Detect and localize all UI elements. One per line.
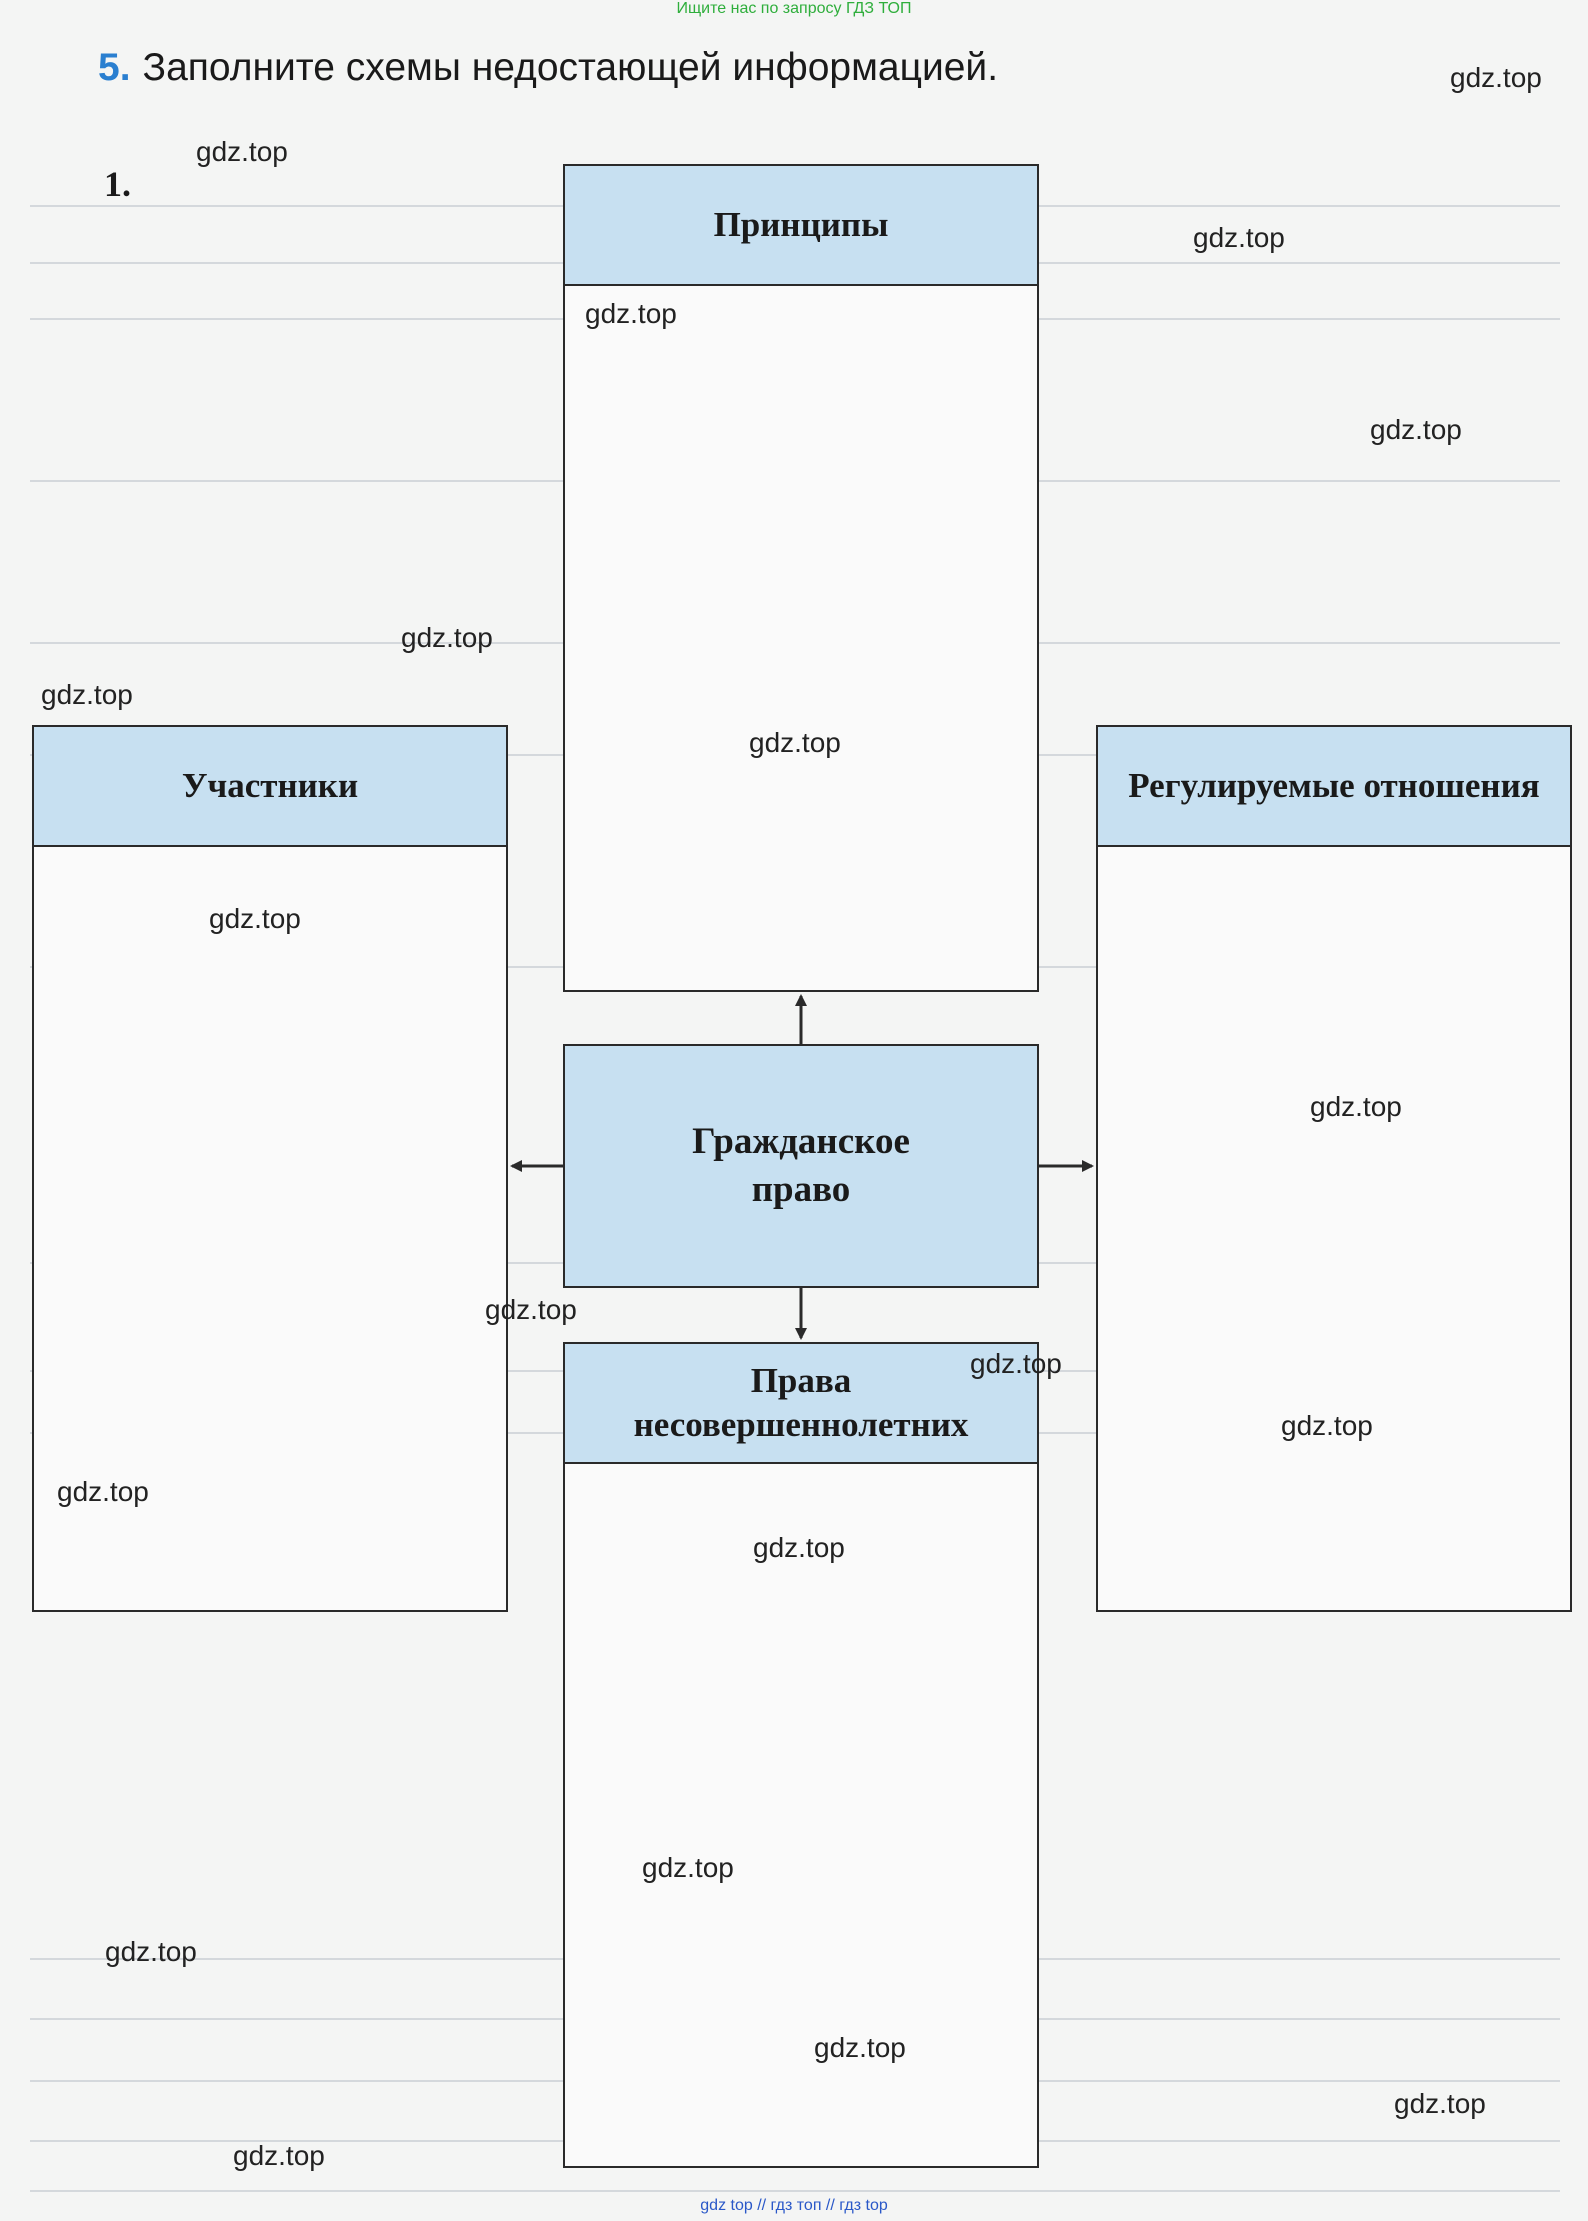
principles-box[interactable]: Принципы xyxy=(563,164,1039,992)
top-banner[interactable]: Ищите нас по запросу ГДЗ ТОП xyxy=(676,0,912,17)
regulated-relations-box[interactable]: Регулируемые отношения xyxy=(1096,725,1572,1612)
watermark: gdz.top xyxy=(196,136,288,167)
principles-header: Принципы xyxy=(565,166,1037,286)
minors-rights-box[interactable]: Права несовершеннолетних xyxy=(563,1342,1039,2168)
civil-law-box: Гражданское право xyxy=(563,1044,1039,1288)
regulated-relations-header: Регулируемые отношения xyxy=(1098,727,1570,847)
watermark: gdz.top xyxy=(970,1348,1062,1379)
watermark: gdz.top xyxy=(401,622,493,653)
watermark: gdz.top xyxy=(209,903,301,934)
watermark: gdz.top xyxy=(642,1852,734,1883)
watermark: gdz.top xyxy=(1370,414,1462,445)
task-number: 5. xyxy=(98,46,131,89)
bg-line xyxy=(30,2190,1560,2192)
watermark: gdz.top xyxy=(1450,62,1542,93)
task-title: Заполните схемы недостающей информацией. xyxy=(142,46,999,89)
watermark: gdz.top xyxy=(485,1294,577,1325)
watermark: gdz.top xyxy=(1193,222,1285,253)
participants-box[interactable]: Участники xyxy=(32,725,508,1612)
watermark: gdz.top xyxy=(585,298,677,329)
watermark: gdz.top xyxy=(753,1532,845,1563)
participants-header: Участники xyxy=(34,727,506,847)
watermark: gdz.top xyxy=(233,2140,325,2171)
sub-task-number: 1. xyxy=(104,164,131,204)
minors-rights-header: Права несовершеннолетних xyxy=(565,1344,1037,1464)
watermark: gdz.top xyxy=(105,1936,197,1967)
watermark: gdz.top xyxy=(749,727,841,758)
watermark: gdz.top xyxy=(41,679,133,710)
watermark: gdz.top xyxy=(57,1476,149,1507)
bottom-banner[interactable]: gdz top // гдз топ // гдз top xyxy=(700,2197,888,2214)
watermark: gdz.top xyxy=(1281,1410,1373,1441)
watermark: gdz.top xyxy=(1394,2088,1486,2119)
task-header: 5. Заполните схемы недостающей информацие… xyxy=(98,46,998,90)
watermark: gdz.top xyxy=(1310,1091,1402,1122)
watermark: gdz.top xyxy=(814,2032,906,2063)
